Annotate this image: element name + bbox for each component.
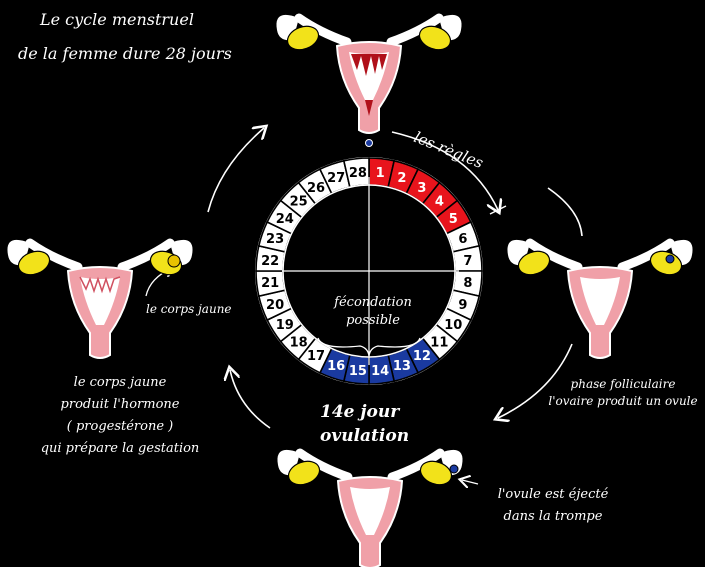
label-ovulation: ovulation (320, 426, 410, 446)
day-label-26: 26 (307, 181, 325, 196)
uterus-ovulation (277, 448, 463, 567)
label-14e-jour: 14e jour (320, 402, 400, 422)
day-label-7: 7 (463, 254, 472, 269)
day-label-19: 19 (276, 318, 294, 333)
title-line-2: de la femme dure 28 jours (18, 44, 232, 63)
title-line-1: Le cycle menstruel (40, 10, 194, 29)
ovule-dot-top (365, 139, 373, 147)
phase-line-1: phase folliculaire (570, 377, 676, 391)
uterus-follicular (507, 238, 693, 359)
day-label-5: 5 (449, 212, 458, 227)
day-label-17: 17 (307, 349, 325, 364)
day-label-9: 9 (458, 298, 467, 313)
day-label-4: 4 (435, 195, 444, 210)
day-label-28: 28 (349, 166, 367, 181)
day-label-1: 1 (376, 166, 385, 181)
day-label-10: 10 (444, 318, 462, 333)
fecondation-line-2: possible (346, 313, 400, 328)
hormone-line-2: produit l'hormone (60, 397, 180, 412)
day-label-13: 13 (393, 359, 411, 374)
label-corps-jaune: le corps jaune (146, 302, 232, 316)
day-label-27: 27 (327, 171, 345, 186)
arrow-top-right (547, 187, 583, 237)
arrow-ovule (462, 480, 479, 484)
day-label-25: 25 (290, 195, 308, 210)
day-label-12: 12 (413, 349, 431, 364)
arrow-right-bottom (498, 343, 573, 418)
day-label-8: 8 (463, 276, 472, 291)
phase-line-2: l'ovaire produit un ovule (548, 394, 698, 408)
regles-end-tick (489, 205, 507, 215)
label-hormone: le corps jaune produit l'hormone ( proge… (20, 372, 220, 460)
day-label-3: 3 (417, 181, 426, 196)
day-label-24: 24 (276, 212, 294, 227)
arrow-regles (391, 131, 498, 210)
arrow-left-top (207, 128, 264, 213)
day-label-2: 2 (397, 171, 406, 186)
arrow-bottom-left (230, 370, 271, 429)
day-label-22: 22 (261, 254, 279, 269)
ejecte-line-1: l'ovule est éjecté (497, 487, 609, 502)
day-label-6: 6 (458, 232, 467, 247)
day-label-14: 14 (371, 364, 389, 379)
ejecte-line-2: dans la trompe (503, 509, 603, 524)
label-fecondation: fécondation possible (318, 294, 428, 330)
day-label-20: 20 (266, 298, 284, 313)
uterus-menstruation (276, 13, 462, 134)
day-label-18: 18 (290, 335, 308, 350)
day-label-16: 16 (327, 359, 345, 374)
fecondation-line-1: fécondation (334, 295, 412, 310)
hormone-line-1: le corps jaune (73, 375, 167, 390)
fecondation-brace (317, 337, 421, 357)
uterus-luteal (7, 238, 193, 359)
hormone-line-4: qui prépare la gestation (40, 441, 200, 456)
day-label-15: 15 (349, 364, 367, 379)
day-label-21: 21 (261, 276, 279, 291)
hormone-line-3: ( progestérone ) (66, 419, 174, 434)
label-phase-folliculaire: phase folliculaire l'ovaire produit un o… (538, 376, 705, 410)
day-label-23: 23 (266, 232, 284, 247)
day-label-11: 11 (430, 335, 448, 350)
label-ovule-ejecte: l'ovule est éjecté dans la trompe (478, 484, 628, 528)
